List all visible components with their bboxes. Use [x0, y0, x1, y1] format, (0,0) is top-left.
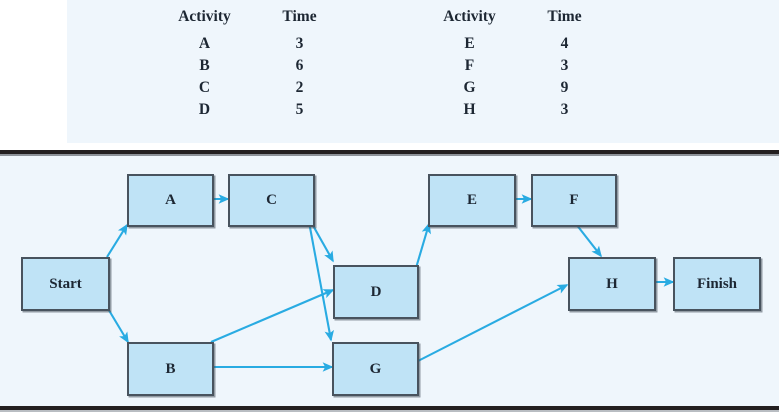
table-row: D 5 H 3 — [157, 99, 612, 121]
table-header-row: Activity Time Activity Time — [157, 6, 612, 33]
edge-b-to-d — [210, 289, 335, 343]
cell-activity: C — [198, 79, 211, 96]
edge-layer — [106, 194, 675, 372]
bottom-divider-shadow — [0, 410, 779, 412]
cell-activity: G — [463, 79, 476, 96]
header-time-2: Time — [547, 8, 582, 25]
cell-time: 3 — [295, 35, 304, 52]
edge-c-to-d — [310, 221, 334, 263]
table-left-gutter — [0, 0, 67, 143]
edge-start-to-b — [106, 306, 129, 344]
table-row: C 2 G 9 — [157, 77, 612, 99]
activity-time-table-panel: Activity Time Activity Time A 3 E 4 — [67, 0, 779, 143]
cell-activity: E — [464, 35, 475, 52]
cell-activity: A — [198, 35, 211, 52]
header-spacer — [347, 6, 422, 33]
table-body: A 3 E 4 B 6 F 3 C 2 — [157, 33, 612, 121]
edge-f-to-h — [575, 223, 602, 258]
cell-time: 2 — [295, 79, 304, 96]
header-activity-2: Activity — [443, 8, 496, 25]
top-divider-shadow — [0, 154, 779, 156]
cell-activity: H — [463, 101, 476, 118]
activity-time-table: Activity Time Activity Time A 3 E 4 — [67, 0, 779, 143]
node-c: C — [228, 174, 315, 227]
edge-c-to-g — [307, 221, 335, 342]
node-label: E — [466, 192, 477, 208]
header-activity-1: Activity — [178, 8, 231, 25]
node-start: Start — [21, 257, 110, 311]
cell-time: 3 — [560, 57, 569, 74]
edge-start-to-a — [106, 223, 128, 258]
node-d: D — [333, 265, 419, 319]
node-label: A — [165, 192, 176, 208]
cell-activity: B — [199, 57, 210, 74]
cell-time: 9 — [560, 79, 569, 96]
node-b: B — [127, 342, 214, 396]
node-f: F — [531, 174, 617, 227]
top-divider-rule — [0, 150, 779, 154]
table-element: Activity Time Activity Time A 3 E 4 — [157, 6, 612, 121]
node-label: F — [569, 192, 579, 208]
node-g: G — [332, 342, 419, 396]
node-label: Start — [49, 275, 82, 292]
node-a: A — [127, 174, 214, 227]
node-e: E — [428, 174, 516, 227]
network-diagram-arrows — [106, 194, 675, 372]
header-time-1: Time — [282, 8, 317, 25]
cell-time: 3 — [560, 101, 569, 118]
node-label: C — [266, 192, 277, 208]
cell-activity: D — [198, 101, 211, 118]
cell-spacer — [347, 99, 422, 121]
cell-activity: F — [464, 57, 475, 74]
node-label: Finish — [696, 275, 738, 292]
cell-spacer — [347, 55, 422, 77]
node-label: G — [369, 360, 382, 377]
node-h: H — [568, 257, 656, 311]
edge-g-to-h — [415, 284, 569, 363]
bottom-divider-rule — [0, 406, 779, 410]
cell-time: 4 — [560, 35, 569, 52]
cell-time: 5 — [295, 101, 304, 118]
cell-time: 6 — [295, 57, 304, 74]
edge-d-to-e — [414, 222, 431, 269]
node-finish: Finish — [673, 257, 761, 311]
node-label: D — [370, 283, 382, 300]
node-label: B — [165, 360, 176, 377]
node-label: H — [606, 275, 618, 292]
cell-spacer — [347, 33, 422, 55]
table-head: Activity Time Activity Time — [157, 6, 612, 33]
table-row: B 6 F 3 — [157, 55, 612, 77]
cell-spacer — [347, 77, 422, 99]
table-row: A 3 E 4 — [157, 33, 612, 55]
